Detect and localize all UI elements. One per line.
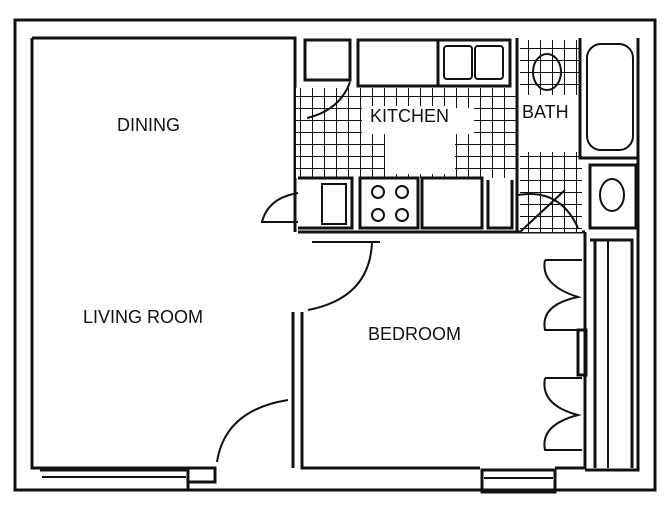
room-label-dining: DINING xyxy=(117,115,180,135)
bath-tile-floor-bottom xyxy=(520,152,582,232)
bath-fixtures xyxy=(515,38,638,233)
bath-tile-floor-top xyxy=(520,40,580,95)
interior-walls xyxy=(291,232,634,470)
exterior-walls xyxy=(13,18,657,492)
room-label-living-room: LIVING ROOM xyxy=(83,307,204,327)
room-label-bedroom: BEDROOM xyxy=(368,324,462,344)
closet-doors xyxy=(543,259,588,451)
room-label-kitchen: KITCHEN xyxy=(368,106,452,127)
windows xyxy=(40,468,557,494)
room-label-bath: BATH xyxy=(522,102,569,123)
